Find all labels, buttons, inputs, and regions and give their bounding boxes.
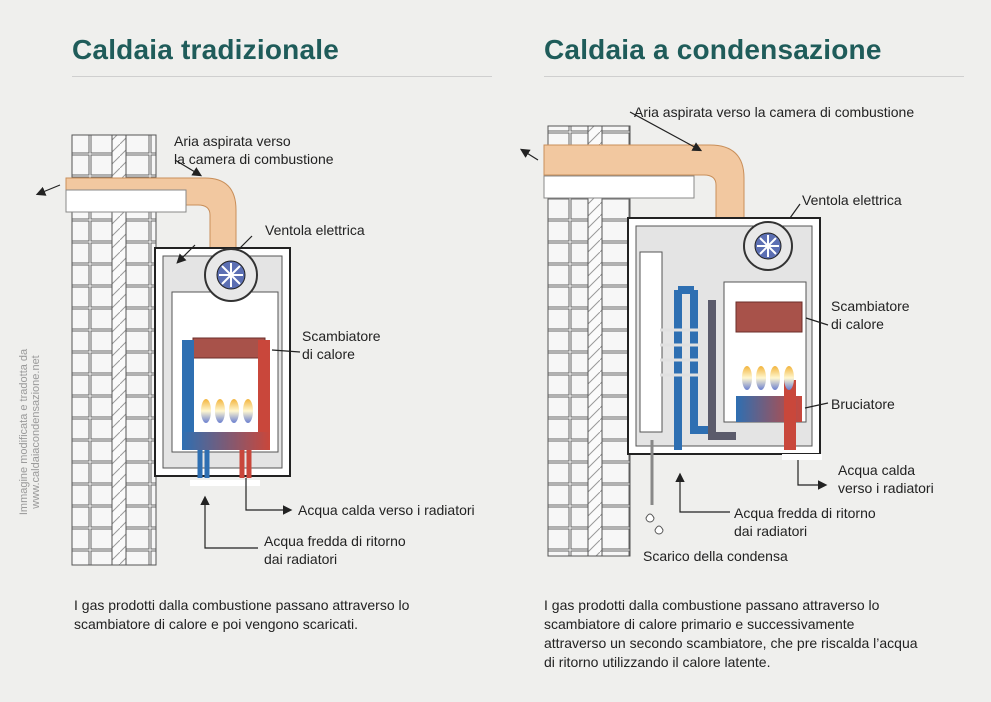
right-label-cold-line1: Acqua fredda di ritorno: [734, 505, 876, 521]
left-label-hot-water: Acqua calda verso i radiatori: [298, 502, 475, 518]
right-label-fan: Ventola elettrica: [802, 192, 902, 208]
right-leader-lines: [519, 111, 829, 513]
left-label-cold-line1: Acqua fredda di ritorno: [264, 533, 406, 549]
right-title-rule: [544, 76, 964, 77]
right-label-burner: Bruciatore: [831, 396, 895, 412]
left-label-air-line2: la camera di combustione: [174, 151, 334, 167]
left-label-air-line1: Aria aspirata verso: [174, 133, 291, 149]
left-flue: [65, 177, 237, 249]
left-label-exchanger-line2: di calore: [302, 346, 355, 362]
right-fan: [743, 221, 793, 271]
left-leader-lines: [35, 159, 301, 549]
right-description-line3: attraverso un secondo scambiatore, che p…: [544, 635, 918, 651]
right-title: Caldaia a condensazione: [544, 34, 882, 65]
left-label-exchanger-line1: Scambiatore: [302, 328, 381, 344]
right-label-drain: Scarico della condensa: [643, 548, 788, 564]
right-label-exchanger-line2: di calore: [831, 316, 884, 332]
right-label-hot-line2: verso i radiatori: [838, 480, 934, 496]
right-label-air: Aria aspirata verso la camera di combust…: [634, 104, 915, 120]
right-description-line2: scambiatore di calore primario e success…: [544, 616, 855, 632]
right-secondary-exchanger: [660, 286, 736, 450]
left-description-line1: I gas prodotti dalla combustione passano…: [74, 597, 410, 613]
left-title-rule: [72, 76, 492, 77]
left-burner-flames: [201, 399, 253, 423]
right-description-line4: di ritorno utilizzando il calore latente…: [544, 654, 771, 670]
left-label-fan: Ventola elettrica: [265, 222, 365, 238]
left-fan: [204, 248, 258, 302]
right-description-line1: I gas prodotti dalla combustione passano…: [544, 597, 880, 613]
right-label-exchanger-line1: Scambiatore: [831, 298, 910, 314]
right-primary-exchanger: [735, 301, 803, 450]
right-description: I gas prodotti dalla combustione passano…: [544, 596, 918, 672]
left-title: Caldaia tradizionale: [72, 34, 339, 65]
right-label-cold-line2: dai radiatori: [734, 523, 808, 539]
right-condensate-drain: [645, 440, 664, 535]
left-description: I gas prodotti dalla combustione passano…: [74, 596, 409, 634]
right-burner-flames: [742, 366, 794, 390]
right-label-hot-line1: Acqua calda: [838, 462, 916, 478]
left-label-cold-line2: dai radiatori: [264, 551, 338, 567]
left-heat-exchanger: [182, 337, 270, 478]
left-description-line2: scambiatore di calore e poi vengono scar…: [74, 616, 359, 632]
